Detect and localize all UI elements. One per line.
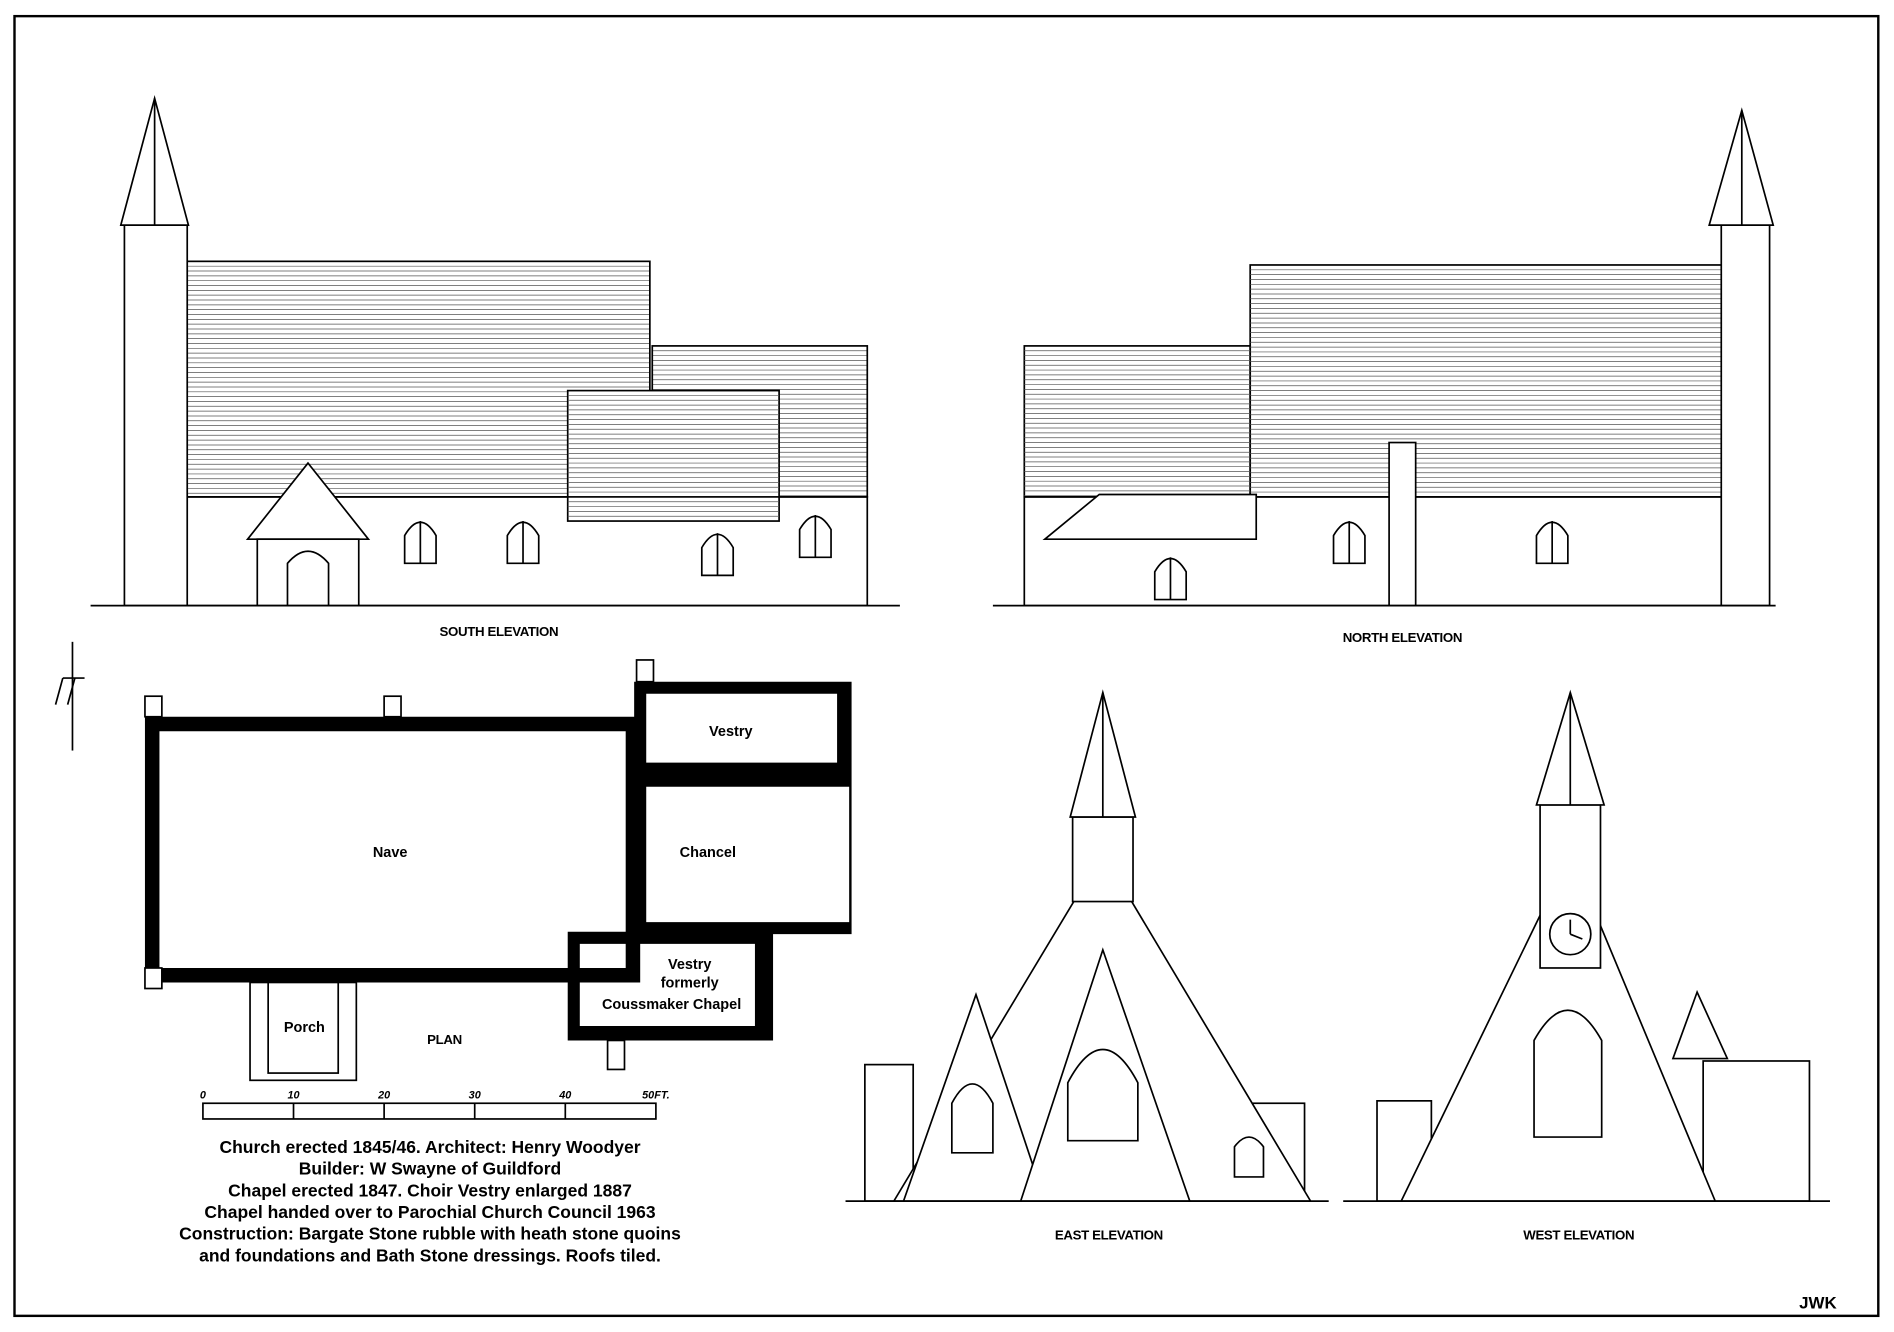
room-label-porch: Porch	[284, 1020, 325, 1036]
north-arrow-icon	[54, 641, 85, 751]
room-label-chancel: Chancel	[680, 845, 736, 861]
floor-plan: Nave Vestry Chancel Vestry formerly Cous…	[144, 659, 852, 1082]
room-label-vestry-former-1: Vestry	[668, 957, 712, 973]
room-label-vestry: Vestry	[709, 724, 753, 740]
scale-tick-label: 50FT.	[642, 1089, 670, 1101]
south-elevation-caption: SOUTH ELEVATION	[440, 624, 559, 639]
south-elevation: SOUTH ELEVATION	[90, 95, 900, 639]
scale-bar: 0 10 20 30 40 50FT.	[200, 1089, 670, 1120]
scale-tick-label: 20	[377, 1089, 390, 1101]
scale-tick-label: 0	[200, 1089, 206, 1101]
scale-tick-label: 40	[558, 1089, 571, 1101]
room-label-nave: Nave	[373, 845, 408, 861]
note-line: Builder: W Swayne of Guildford	[299, 1159, 562, 1179]
author-initials: JWK	[1799, 1294, 1837, 1313]
note-line: Church erected 1845/46. Architect: Henry…	[219, 1137, 640, 1157]
north-elevation-caption: NORTH ELEVATION	[1343, 630, 1462, 645]
sheet-border	[13, 14, 1880, 1318]
room-label-vestry-former-3: Coussmaker Chapel	[602, 997, 741, 1013]
west-elevation-caption: WEST ELEVATION	[1523, 1228, 1634, 1243]
note-line: and foundations and Bath Stone dressings…	[199, 1245, 661, 1265]
scale-tick-label: 10	[287, 1089, 299, 1101]
note-line: Chapel handed over to Parochial Church C…	[204, 1202, 655, 1222]
note-line: Construction: Bargate Stone rubble with …	[179, 1224, 681, 1244]
plan-caption: PLAN	[427, 1032, 462, 1047]
west-elevation: WEST ELEVATION	[1343, 689, 1830, 1243]
construction-notes: Church erected 1845/46. Architect: Henry…	[179, 1137, 681, 1266]
east-elevation: EAST ELEVATION	[845, 689, 1329, 1243]
scale-tick-label: 30	[469, 1089, 481, 1101]
room-label-vestry-former-2: formerly	[661, 975, 719, 991]
north-elevation: NORTH ELEVATION	[992, 107, 1776, 645]
east-elevation-caption: EAST ELEVATION	[1055, 1228, 1163, 1243]
note-line: Chapel erected 1847. Choir Vestry enlarg…	[228, 1180, 632, 1200]
